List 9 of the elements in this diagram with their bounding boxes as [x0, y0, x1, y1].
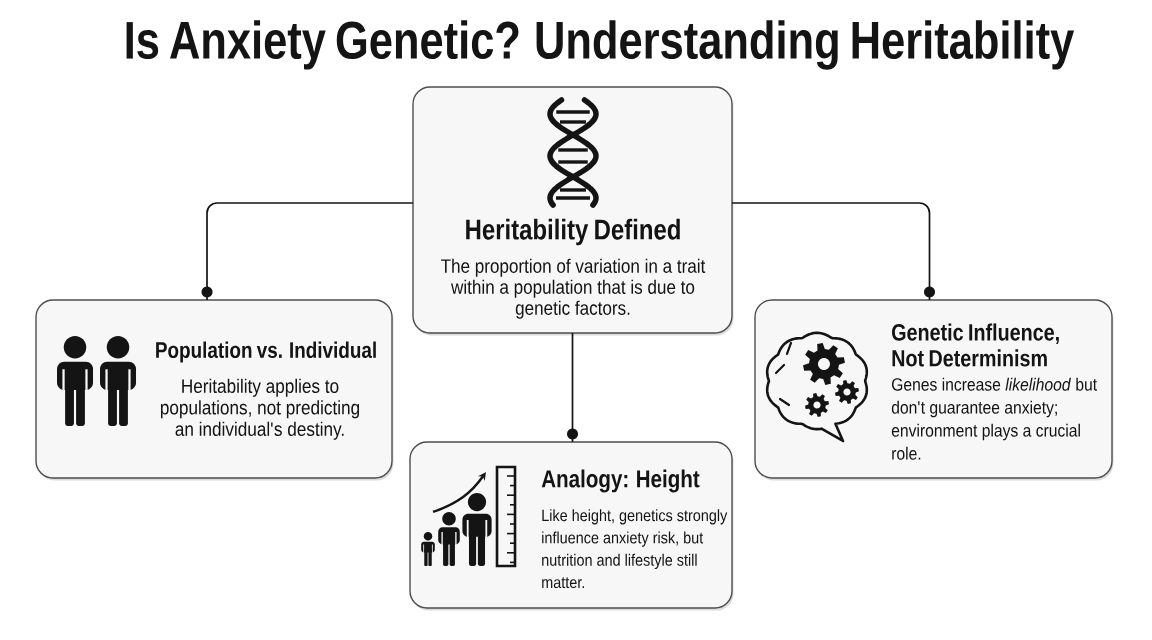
- body-text: Genes increase likelihood but don't guarantee anxiety; environment plays a crucial role.: [891, 377, 1097, 460]
- heading: Analogy: Height: [541, 469, 700, 493]
- heading: Genetic Influence, Not Determinism: [892, 323, 1059, 367]
- heading: Heritability Defined: [466, 218, 680, 246]
- title: Is Anxiety Genetic? Understanding Heritability: [126, 20, 1075, 70]
- body-text: The proportion of variation in a trait within a population that is due to genetic factors.: [441, 258, 706, 319]
- body-text: Heritability applies to populations, not predicting an individual's destiny.: [160, 378, 359, 440]
- heading: Population vs. Individual: [156, 341, 376, 363]
- body-text: Like height, genetics strongly influence anxiety risk, but nutrition and lifestyle still matter.: [542, 509, 728, 589]
